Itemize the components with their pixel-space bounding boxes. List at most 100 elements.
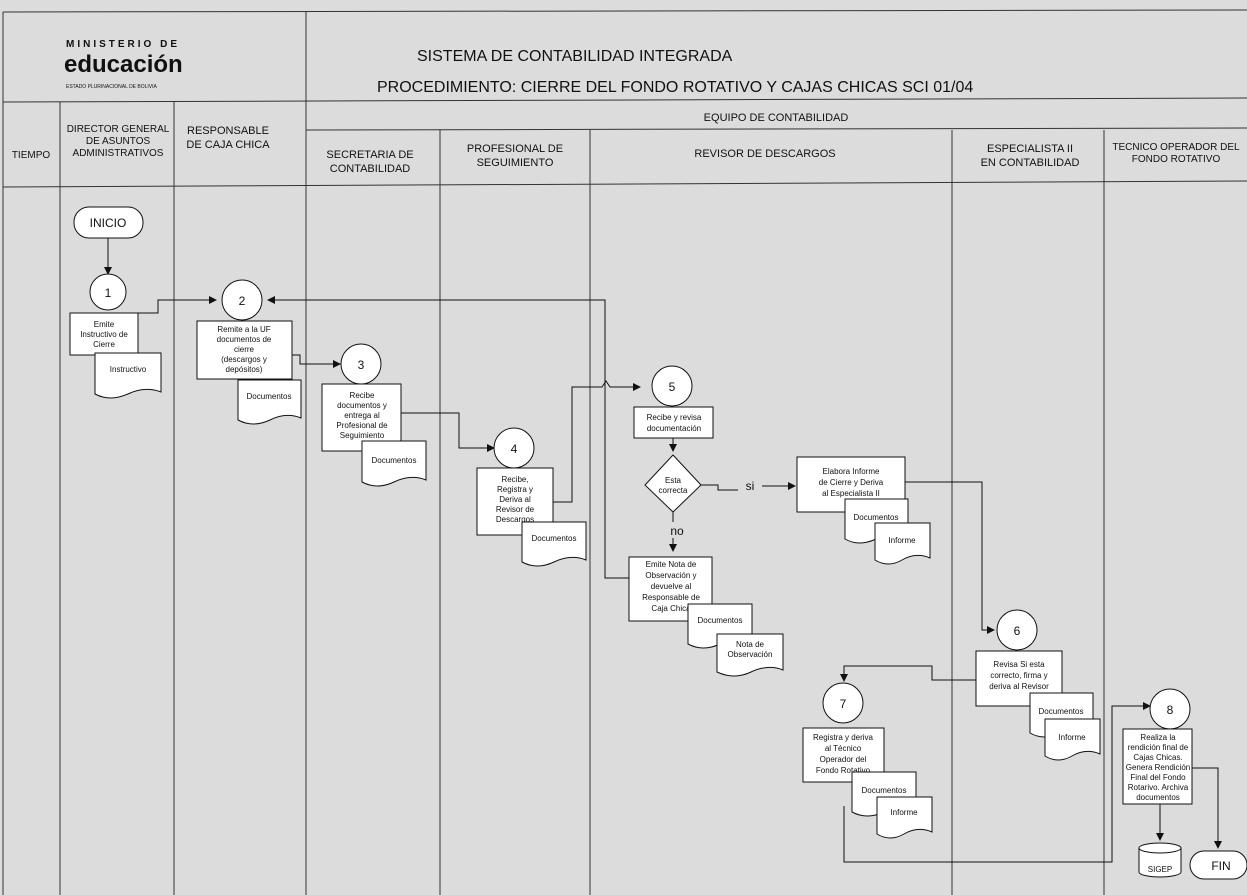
step-2-number: 2: [239, 294, 246, 308]
step-4-text-5: Descargos: [496, 515, 534, 524]
step-2-text-2: documentos de: [217, 335, 272, 344]
decision-text-2: correcta: [659, 486, 688, 495]
decision-no-label: no: [670, 524, 684, 538]
step-8-text-5: Final del Fondo: [1130, 773, 1186, 782]
step-1-text-1: Emite: [94, 320, 115, 329]
step-5-yes-branch: Elabora Informe de Cierre y Deriva al Es…: [796, 456, 931, 565]
doc-informe-6: Informe: [1058, 733, 1086, 742]
step-7-text-4: Fondo Rotativo: [816, 766, 871, 775]
lane-tiempo: TIEMPO: [12, 150, 51, 161]
lane-profesional-1: PROFESIONAL DE: [467, 143, 563, 155]
start-terminal: INICIO: [73, 206, 144, 239]
step-8-text-1: Realiza la: [1140, 733, 1176, 742]
step-7-text-2: al Técnico: [825, 744, 862, 753]
step-5c-text-1: Elabora Informe: [823, 467, 880, 476]
ministry-logo: MINISTERIO DE educación ESTADO PLURINACI…: [64, 39, 183, 90]
doc-documentos-3: Documentos: [372, 456, 417, 465]
doc-documentos-6: Documentos: [1039, 707, 1084, 716]
step-3-text-1: Recibe: [350, 391, 375, 400]
step-6-number: 6: [1014, 624, 1021, 638]
step-1: 1 Emite Instructivo de Cierre Instructiv…: [69, 273, 162, 399]
lane-responsable-1: RESPONSABLE: [187, 125, 269, 137]
lane-director-2: DE ASUNTOS: [86, 136, 151, 147]
doc-nota-1: Nota de: [736, 640, 765, 649]
step-5-text-1: Recibe y revisa: [647, 413, 702, 422]
doc-documentos-5: Documentos: [698, 616, 743, 625]
lane-secretaria-1: SECRETARIA DE: [326, 149, 413, 161]
step-5b-text-4: Responsable de: [642, 593, 700, 602]
step-4-text-2: Registra y: [497, 485, 533, 494]
lane-especialista-1: ESPECIALISTA II: [987, 143, 1073, 155]
step-8: 8 Realiza la rendición final de Cajas Ch…: [1122, 688, 1193, 805]
lane-profesional-2: SEGUIMIENTO: [477, 157, 554, 169]
step-6-text-1: Revisa Si esta: [993, 660, 1045, 669]
doc-informe-7: Informe: [890, 808, 918, 817]
end-terminal: FIN: [1189, 850, 1247, 880]
doc-documentos-2: Documentos: [247, 392, 292, 401]
step-1-text-2: Instructivo de: [80, 330, 128, 339]
decision-yes-label: si: [746, 479, 755, 493]
step-3-text-2: documentos y: [337, 401, 387, 410]
step-3-number: 3: [358, 358, 365, 372]
sigep-database-icon: SIGEP: [1138, 842, 1182, 878]
doc-documentos-5c: Documentos: [854, 513, 899, 522]
lane-especialista-2: EN CONTABILIDAD: [981, 157, 1080, 169]
swimlane-grid: [2, 9, 1247, 895]
logo-line2: educación: [64, 51, 183, 78]
step-8-text-6: Rotarivo. Archiva: [1128, 783, 1189, 792]
decision-text-1: Esta: [665, 476, 682, 485]
flow-connectors: [104, 238, 1222, 863]
step-8-text-7: documentos: [1136, 793, 1180, 802]
lane-revisor: REVISOR DE DESCARGOS: [694, 148, 835, 160]
lane-director-3: ADMINISTRATIVOS: [73, 148, 164, 159]
step-5b-text-1: Emite Nota de: [646, 560, 697, 569]
lane-headers: TIEMPO DIRECTOR GENERAL DE ASUNTOS ADMIN…: [12, 124, 1240, 175]
doc-instructivo: Instructivo: [110, 365, 147, 374]
step-5-text-2: documentación: [647, 424, 701, 433]
step-2-text-1: Remite a la UF: [217, 325, 270, 334]
step-1-text-3: Cierre: [93, 340, 115, 349]
logo-line1: MINISTERIO DE: [66, 39, 180, 50]
step-4-text-1: Recibe,: [501, 475, 528, 484]
step-4-text-3: Deriva al: [499, 495, 531, 504]
step-1-number: 1: [105, 286, 112, 300]
lane-secretaria-2: CONTABILIDAD: [330, 163, 411, 175]
step-5b-text-3: devuelve al: [651, 582, 692, 591]
step-6: 6 Revisa Si esta correcto, firma y deriv…: [975, 609, 1101, 761]
step-3-text-4: Profesional de: [336, 421, 388, 430]
lane-tecnico-1: TECNICO OPERADOR DEL: [1112, 142, 1240, 153]
step-2-text-4: (descargos y: [221, 355, 267, 364]
start-label: INICIO: [90, 216, 127, 230]
step-5b-text-2: Observación y: [645, 571, 696, 580]
step-3: 3 Recibe documentos y entrega al Profesi…: [321, 343, 427, 487]
group-header: EQUIPO DE CONTABILIDAD: [704, 112, 849, 124]
page-title: SISTEMA DE CONTABILIDAD INTEGRADA: [417, 48, 733, 65]
step-2-text-5: depósitos): [226, 365, 263, 374]
step-8-number: 8: [1167, 703, 1174, 717]
step-4-number: 4: [511, 442, 518, 456]
end-label: FIN: [1211, 859, 1230, 873]
step-4: 4 Recibe, Registra y Deriva al Revisor d…: [476, 427, 587, 567]
doc-documentos-4: Documentos: [532, 534, 577, 543]
doc-informe-5c: Informe: [888, 536, 916, 545]
step-6-text-3: deriva al Revisor: [989, 682, 1049, 691]
step-7-text-1: Registra y deriva: [813, 733, 874, 742]
step-4-text-4: Revisor de: [496, 505, 535, 514]
sigep-label: SIGEP: [1148, 865, 1172, 874]
lane-responsable-2: DE CAJA CHICA: [186, 139, 270, 151]
step-7-text-3: Operador del: [820, 755, 867, 764]
step-3-text-5: Seguimiento: [340, 431, 385, 440]
step-8-text-2: rendición final de: [1128, 743, 1189, 752]
lane-director-1: DIRECTOR GENERAL: [67, 124, 170, 135]
decision-esta-correcta: Esta correcta si no: [644, 454, 755, 538]
step-6-text-2: correcto, firma y: [990, 671, 1047, 680]
step-3-text-3: entrega al: [344, 411, 380, 420]
step-8-text-3: Cajas Chicas.: [1133, 753, 1182, 762]
step-5: 5 Recibe y revisa documentación: [633, 365, 714, 439]
step-5-number: 5: [669, 380, 676, 394]
step-5c-text-2: de Cierre y Deriva: [819, 478, 884, 487]
step-5b-text-5: Caja Chica: [651, 604, 691, 613]
lane-tecnico-2: FONDO ROTATIVO: [1132, 154, 1221, 165]
